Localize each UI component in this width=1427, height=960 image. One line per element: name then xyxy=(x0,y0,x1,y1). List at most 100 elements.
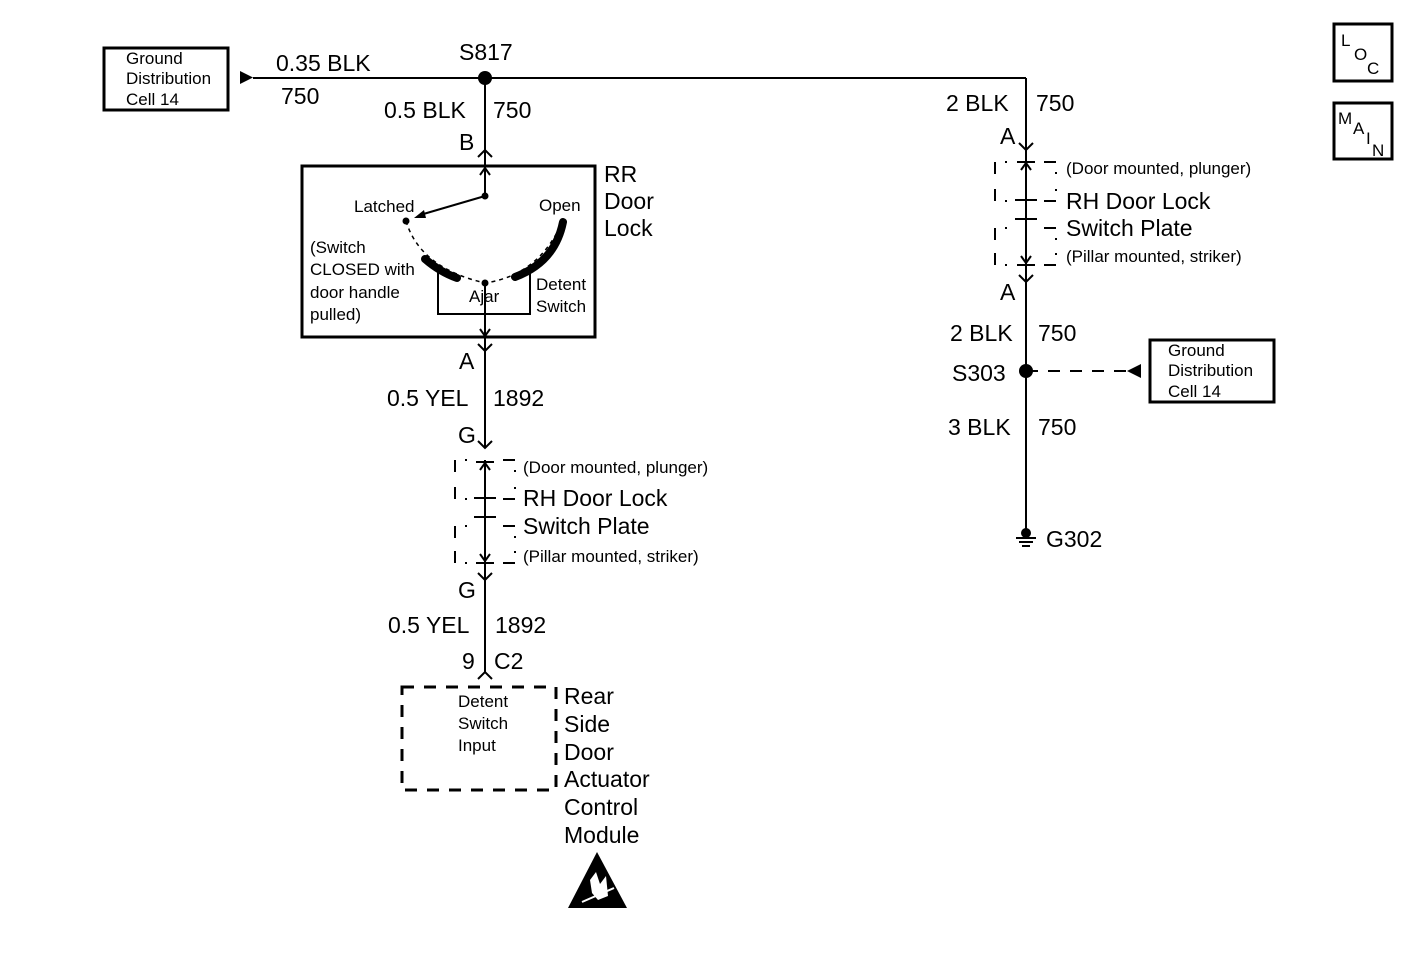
main-letter-i: I xyxy=(1366,129,1371,148)
module-title-line5: Control xyxy=(564,794,638,820)
connector-r-a-bottom-icon xyxy=(1018,274,1034,284)
ground-top-line3: Cell 14 xyxy=(126,90,179,109)
ground-right-arrow-icon xyxy=(1127,364,1141,378)
ground-top-line1: Ground xyxy=(126,49,183,68)
plate-right-name1: RH Door Lock xyxy=(1066,188,1211,214)
splice-s817-label: S817 xyxy=(459,39,513,65)
loc-letter-l: L xyxy=(1341,31,1350,50)
plate-left-up-arrow-icon xyxy=(479,461,491,471)
ground-distribution-right[interactable]: Ground Distribution Cell 14 xyxy=(1148,338,1276,404)
plate-right-corner-br2 xyxy=(1044,253,1057,266)
plate-right-door-mounted: (Door mounted, plunger) xyxy=(1066,159,1251,178)
switch-note-line2: CLOSED with xyxy=(310,260,415,279)
wire-top-gauge: 0.35 BLK xyxy=(276,50,371,76)
connector-c2-icon xyxy=(477,670,493,680)
plate-right-corner-bl2 xyxy=(994,253,1007,266)
connector-g-bottom-icon xyxy=(477,572,493,582)
loc-button-frame xyxy=(1332,22,1394,83)
plate-left-corner-br1 xyxy=(503,525,516,538)
latched-label: Latched xyxy=(354,197,415,216)
ajar-label: Ajar xyxy=(469,287,500,306)
plate-left-down-arrow-icon xyxy=(479,553,491,563)
main-letter-n: N xyxy=(1372,141,1384,160)
wire-yel1-gauge: 0.5 YEL xyxy=(387,385,469,411)
door-lock-title-line2: Door xyxy=(604,188,654,214)
main-letter-a: A xyxy=(1353,119,1365,138)
ground-distribution-right-frame xyxy=(1148,338,1276,404)
wire-r-mid-circuit: 750 xyxy=(1038,320,1076,346)
ground-right-line1: Ground xyxy=(1168,341,1225,360)
loc-letter-c: C xyxy=(1367,59,1379,78)
ground-top-arrow-icon xyxy=(240,71,253,84)
wire-r-bot-gauge: 3 BLK xyxy=(948,414,1011,440)
pin-g-top-label: G xyxy=(458,422,476,448)
ground-distribution-top[interactable]: Ground Distribution Cell 14 xyxy=(102,46,230,112)
wire-yel2-gauge: 0.5 YEL xyxy=(388,612,470,638)
switch-plate-right[interactable]: (Door mounted, plunger) RH Door Lock Swi… xyxy=(994,150,1251,360)
module-title-line3: Door xyxy=(564,739,614,765)
plate-left-pillar-mounted: (Pillar mounted, striker) xyxy=(523,547,699,566)
module-inner-line2: Switch xyxy=(458,714,508,733)
ground-g302-icon xyxy=(1016,528,1036,547)
ground-top-line2: Distribution xyxy=(126,69,211,88)
plate-right-down-arrow-icon xyxy=(1020,255,1032,265)
main-letter-m: M xyxy=(1338,109,1352,128)
plate-right-corner-mr xyxy=(1044,189,1057,202)
connector-a-icon xyxy=(477,343,493,353)
module-inner-line3: Input xyxy=(458,736,496,755)
door-lock-title-line3: Lock xyxy=(604,215,653,241)
open-contact-band xyxy=(511,218,567,281)
closed-contact-band xyxy=(421,255,461,282)
main-button-frame xyxy=(1332,101,1394,161)
module-frame xyxy=(400,685,558,792)
plate-left-corner-bl2 xyxy=(454,551,467,564)
switch-note-line1: (Switch xyxy=(310,238,366,257)
plate-right-corner-bl1 xyxy=(994,227,1007,240)
switch-note-line4: pulled) xyxy=(310,305,361,324)
module-title-line6: Module xyxy=(564,822,639,848)
plate-right-corner-tl xyxy=(994,161,1007,174)
plate-left-corner-mr xyxy=(503,487,516,500)
plate-right-corner-tr xyxy=(1044,161,1057,174)
ground-g302-label: G302 xyxy=(1046,526,1102,552)
wire-top-circuit: 750 xyxy=(281,83,319,109)
wire-r-mid-gauge: 2 BLK xyxy=(950,320,1013,346)
module-title-line4: Actuator xyxy=(564,766,650,792)
door-lock-lever-arrow-icon xyxy=(414,210,426,218)
plate-left-corner-tr xyxy=(503,459,516,472)
switch-note-line3: door handle xyxy=(310,283,400,302)
ground-right-line2: Distribution xyxy=(1168,361,1253,380)
pin-b-label: B xyxy=(459,129,474,155)
switch-plate-left[interactable]: (Door mounted, plunger) RH Door Lock Swi… xyxy=(454,458,708,566)
rear-side-door-actuator-control-module[interactable]: Detent Switch Input xyxy=(400,685,558,792)
plate-left-door-mounted: (Door mounted, plunger) xyxy=(523,458,708,477)
plate-left-corner-ml xyxy=(454,487,467,500)
door-lock-arrow-down-icon xyxy=(479,328,491,338)
pin-r-a-bottom-label: A xyxy=(1000,279,1016,305)
door-lock-title-line1: RR xyxy=(604,161,637,187)
rr-door-lock[interactable]: Latched Open Ajar (Switch CLOSED with do… xyxy=(300,164,597,339)
wire-r-top-circuit: 750 xyxy=(1036,90,1074,116)
plate-right-up-arrow-icon xyxy=(1020,161,1032,171)
pin-g-bottom-label: G xyxy=(458,577,476,603)
ground-right-line3: Cell 14 xyxy=(1168,382,1221,401)
ground-distribution-top-frame xyxy=(102,46,230,112)
plate-right-name2: Switch Plate xyxy=(1066,215,1193,241)
plate-left-name2: Switch Plate xyxy=(523,513,650,539)
wire-b-gauge: 0.5 BLK xyxy=(384,97,466,123)
open-label: Open xyxy=(539,196,581,215)
rr-door-lock-frame xyxy=(300,164,597,339)
plate-left-corner-tl xyxy=(454,459,467,472)
module-title-line1: Rear xyxy=(564,683,614,709)
wire-b-circuit: 750 xyxy=(493,97,531,123)
plate-right-pillar-mounted: (Pillar mounted, striker) xyxy=(1066,247,1242,266)
plate-left-corner-bl1 xyxy=(454,525,467,538)
main-button[interactable]: M A I N xyxy=(1332,101,1394,161)
wire-r-top-gauge: 2 BLK xyxy=(946,90,1009,116)
pin-a-label: A xyxy=(459,348,475,374)
plate-right-corner-br1 xyxy=(1044,227,1057,240)
loc-button[interactable]: L O C xyxy=(1332,22,1394,83)
splice-s303-label: S303 xyxy=(952,360,1006,386)
plate-left-name1: RH Door Lock xyxy=(523,485,668,511)
